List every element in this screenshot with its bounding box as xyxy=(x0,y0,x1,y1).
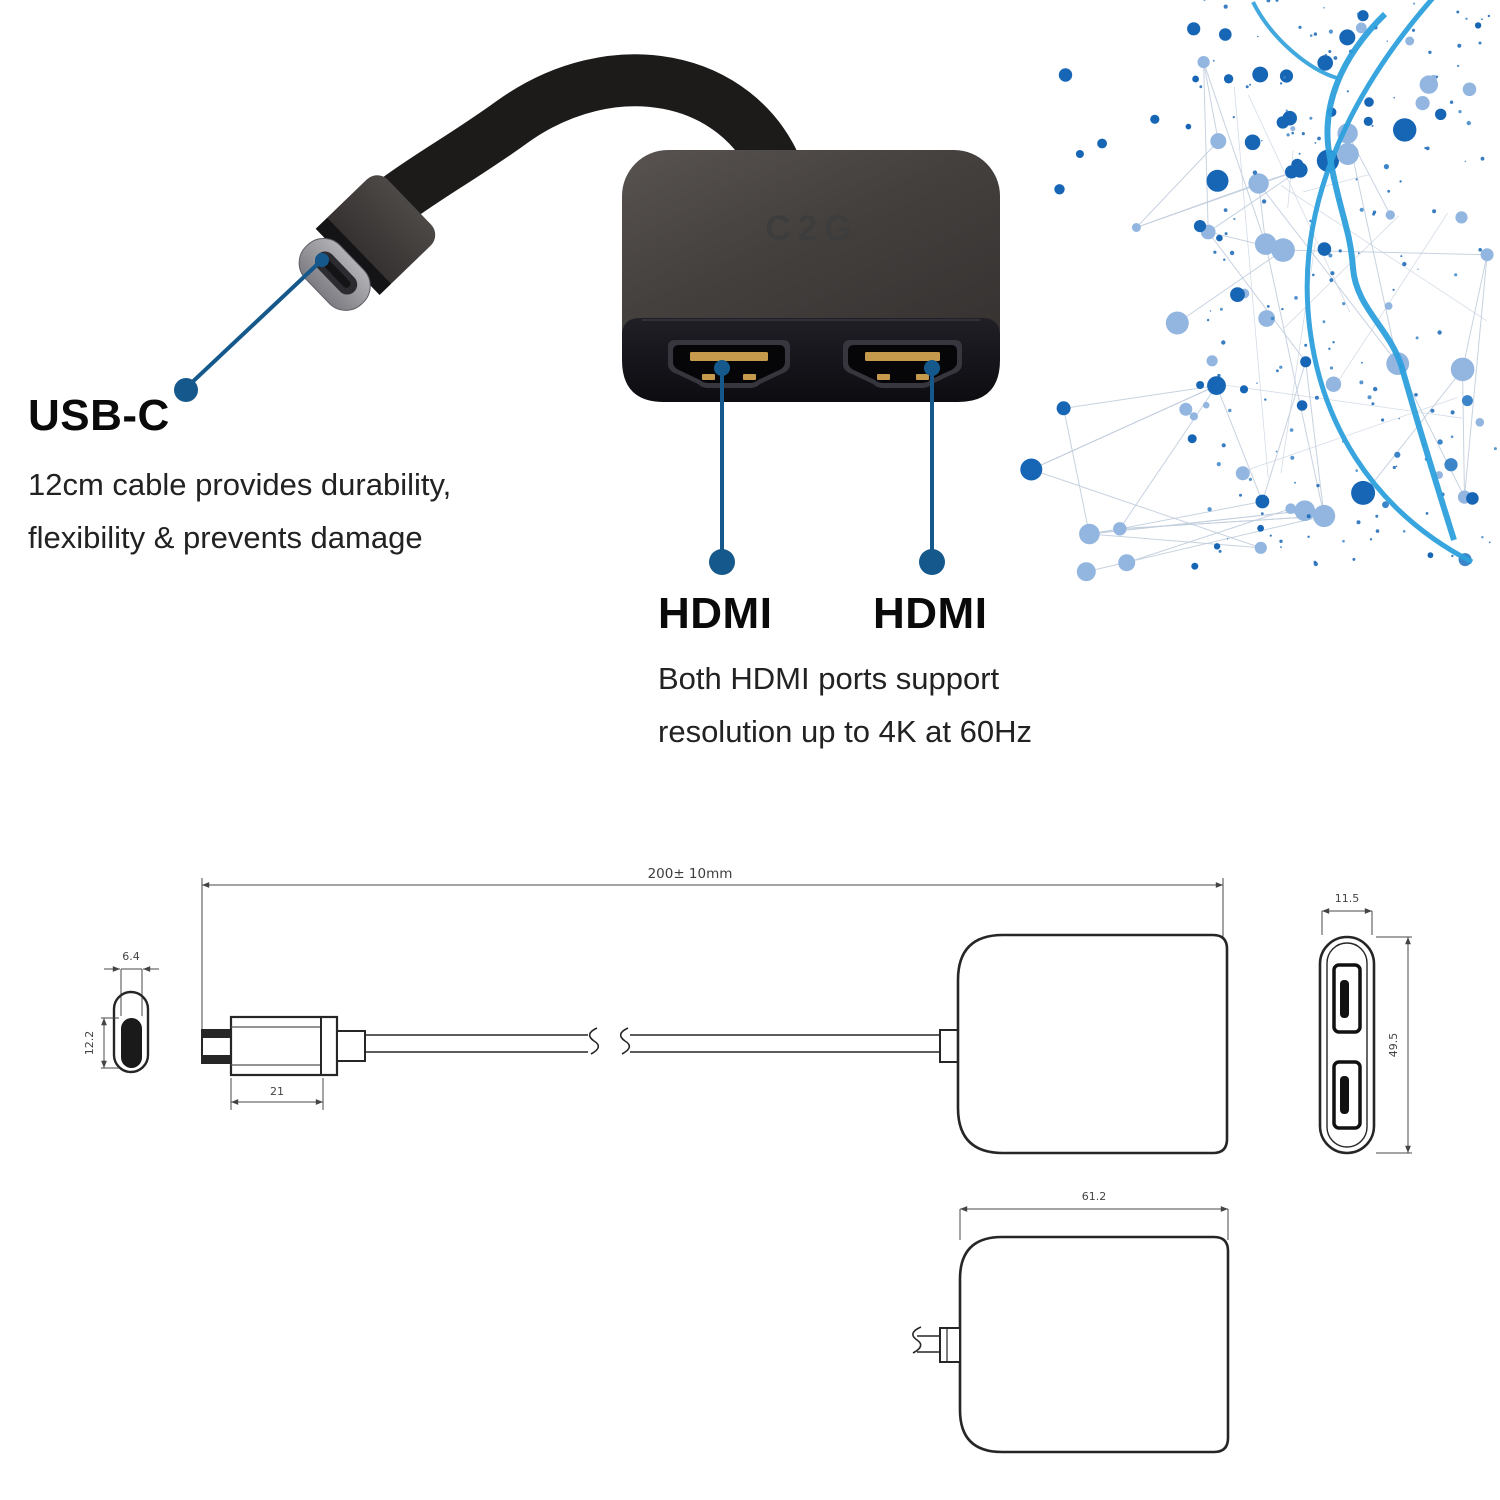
hdmi-end-inner-outline xyxy=(1326,942,1368,1148)
usbc-desc-line2: flexibility & prevents damage xyxy=(28,520,423,555)
usbc-end-view-drawing: 6.4 12.2 xyxy=(83,950,159,1074)
callout-leaders xyxy=(174,253,945,575)
usbc-leader xyxy=(174,253,329,402)
hdmi-port-left xyxy=(668,340,790,388)
hdmi-callout-title-left: HDMI xyxy=(658,589,773,638)
hdmi-contacts xyxy=(690,352,768,361)
strain-relief-side xyxy=(939,1029,959,1063)
hdmi-desc-line1: Both HDMI ports support xyxy=(658,661,1000,696)
adapter-body-side xyxy=(956,933,1229,1155)
globe-river xyxy=(1324,11,1457,541)
usbc-mold-edge xyxy=(315,217,392,295)
cable-break-symbol xyxy=(619,1027,631,1055)
usbc-cable xyxy=(370,54,804,226)
strain-relief-top xyxy=(939,1327,961,1363)
overall-length-label: 200± 10mm xyxy=(648,866,733,882)
side-view-drawing: 200± 10mm xyxy=(201,866,1229,1155)
usbc-plug-side xyxy=(201,1015,366,1077)
globe-lines-decoration xyxy=(1251,0,1474,565)
hdmi-desc-line2: resolution up to 4K at 60Hz xyxy=(658,714,1032,749)
usbc-end-shell xyxy=(121,1018,142,1068)
usbc-callout-description: 12cm cable provides durability, flexibil… xyxy=(28,458,451,564)
hdmi-callout-description: Both HDMI ports support resolution up to… xyxy=(658,652,1032,758)
cable-break-symbol xyxy=(912,1326,922,1354)
usbc-end-outline xyxy=(112,990,150,1074)
dim-usbc-height: 12.2 xyxy=(83,1017,119,1069)
brand-logo: C2G xyxy=(766,209,859,248)
connector-length-label: 21 xyxy=(270,1085,284,1098)
hdmi-end-width-label: 11.5 xyxy=(1335,892,1360,905)
globe-arc-top xyxy=(1251,1,1338,80)
hdmi-end-outline xyxy=(1318,935,1376,1155)
body-width-label: 61.2 xyxy=(1082,1190,1107,1203)
dim-hdmi-end-height: 49.5 xyxy=(1376,936,1412,1154)
hdmi-end-view-drawing: 11.5 49.5 xyxy=(1318,892,1412,1155)
product-photo: C2G xyxy=(174,0,1497,582)
adapter-body: C2G xyxy=(622,150,1000,402)
hdmi-callout-title-right: HDMI xyxy=(873,589,988,638)
hdmi-end-port-bottom xyxy=(1332,1060,1362,1130)
globe-arc xyxy=(1304,0,1474,565)
usbc-desc-line1: 12cm cable provides durability, xyxy=(28,467,452,502)
hdmi-contacts xyxy=(865,352,940,361)
adapter-body-top xyxy=(958,1235,1230,1454)
usbc-tongue xyxy=(321,258,351,288)
cable-break-symbol xyxy=(588,1027,600,1055)
dim-overall-length: 200± 10mm xyxy=(201,866,1224,1033)
cable-side xyxy=(365,1027,959,1063)
cable-stub-top xyxy=(912,1326,961,1363)
usbc-callout-title: USB-C xyxy=(28,391,170,440)
dim-connector-length: 21 xyxy=(230,1078,324,1110)
hdmi-end-height-label: 49.5 xyxy=(1387,1033,1400,1058)
top-view-drawing: 61.2 xyxy=(912,1190,1230,1454)
hdmi-right-leader xyxy=(919,360,945,575)
hdmi-end-port-top xyxy=(1332,963,1362,1034)
network-globe-decoration xyxy=(1020,0,1497,582)
usbc-height-label: 12.2 xyxy=(83,1031,96,1056)
dimension-drawing: 200± 10mm xyxy=(83,866,1412,1454)
hdmi-left-leader xyxy=(709,360,735,575)
usbc-width-label: 6.4 xyxy=(122,950,140,963)
